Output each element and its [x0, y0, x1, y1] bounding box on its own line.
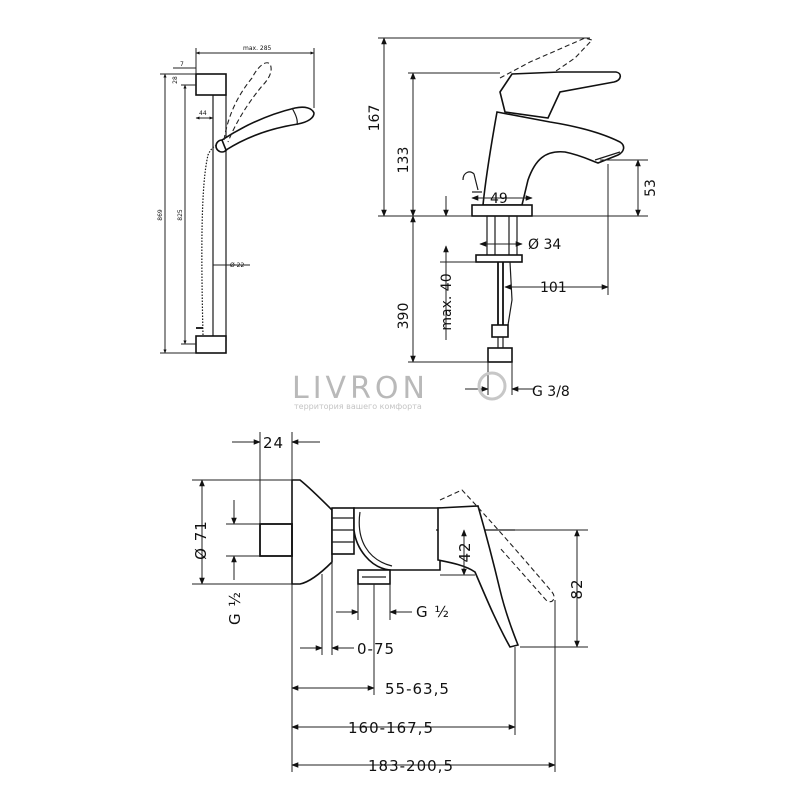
- rail-top-bracket: [195, 73, 227, 96]
- hose-nut: [487, 347, 513, 363]
- dim-49-label: 49: [490, 191, 508, 207]
- lever-alt-position: [439, 489, 555, 603]
- dim-44-label: 44: [199, 110, 207, 117]
- wall-rosette: [291, 479, 333, 585]
- mixer-shank: [486, 215, 518, 257]
- mixer-body: [482, 111, 625, 206]
- dim-24-label: 24: [263, 434, 284, 452]
- supply-hose-right: [507, 261, 513, 326]
- dim-133-label: 133: [396, 147, 412, 174]
- dim-167-label: 167: [367, 105, 383, 132]
- basin-mixer-drawing: 167 133 53 49 Ø 34 101 390 max. 40 G: [367, 37, 659, 400]
- connection-nut: [331, 507, 355, 555]
- watermark-brand: LIVRON: [292, 371, 429, 406]
- dim-0-75-label: 0-75: [357, 640, 395, 658]
- dim-diameter-71-label: Ø 71: [192, 520, 210, 560]
- shower-lever: [437, 505, 520, 648]
- wall-connection: [259, 523, 293, 557]
- dim-g12-left-label: G ½: [226, 591, 244, 625]
- hand-shower-head-line: [291, 107, 298, 126]
- dim-160-167-label: 160-167,5: [348, 719, 434, 737]
- shower-rail: [212, 94, 227, 341]
- dim-82-label: 82: [568, 578, 586, 599]
- mixer-lever: [499, 71, 622, 119]
- pop-up-rod: [462, 171, 479, 191]
- dim-101-label: 101: [540, 280, 567, 296]
- livron-watermark: LIVRON территория вашего комфорта: [292, 371, 507, 411]
- dim-7-label: 7: [180, 61, 184, 68]
- watermark-logo-icon: [477, 371, 507, 401]
- dim-42-label: 42: [456, 541, 474, 562]
- dim-diameter-34-label: Ø 34: [528, 237, 561, 253]
- dim-53-label: 53: [643, 179, 659, 197]
- shower-mixer-drawing: 24 Ø 71 G ½ G ½ 42 82: [192, 432, 588, 775]
- dim-390-label: 390: [396, 303, 412, 330]
- dim-g38-label: G 3/8: [532, 384, 570, 400]
- hose-fitting: [491, 324, 509, 338]
- dim-max-width-label: max. 285: [243, 45, 272, 52]
- dim-g12-bottom-label: G ½: [416, 603, 450, 621]
- rail-bottom-bracket: [195, 335, 227, 354]
- dim-rail-height-label: 825: [177, 209, 184, 221]
- spout-tip: [594, 151, 621, 161]
- shower-hose: [201, 144, 223, 336]
- dim-max-40-label: max. 40: [439, 273, 455, 330]
- dim-55-63-label: 55-63,5: [385, 680, 450, 698]
- lever-alt-position: [499, 37, 594, 83]
- mixer-body: [353, 507, 441, 571]
- dim-diameter-22-label: Ø 22: [230, 262, 244, 269]
- dim-28-label: 28: [172, 76, 179, 84]
- mounting-nut: [475, 254, 523, 263]
- watermark-tagline: территория вашего комфорта: [294, 402, 422, 411]
- hand-shower: [221, 106, 315, 152]
- dim-183-200-label: 183-200,5: [368, 757, 454, 775]
- shower-rail-drawing: max. 285 869 825 7 28 44 Ø 22: [157, 45, 315, 354]
- dim-total-height-label: 869: [157, 209, 164, 221]
